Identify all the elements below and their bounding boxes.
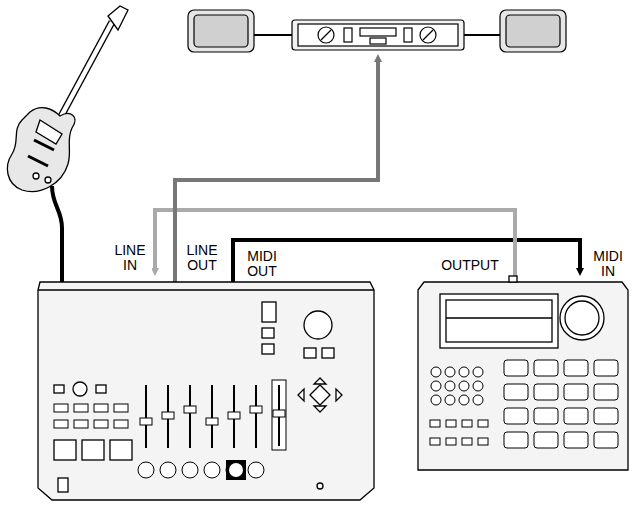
line-out-cable [175,58,378,300]
rhythm-machine-pads [430,360,618,448]
recorder-controls [54,380,286,480]
jack-label: MIDI OUT [240,249,284,279]
jack-label: MIDI IN [588,249,628,279]
digital-recorder [38,282,374,500]
jack-label: LINE OUT [180,243,224,273]
speaker-system [188,10,566,52]
rhythm-machine [418,276,628,470]
jack-label: OUTPUT [436,258,504,273]
jack-label: LINE IN [108,243,152,273]
electric-guitar [7,6,128,192]
drum-audio-cable [155,210,515,282]
